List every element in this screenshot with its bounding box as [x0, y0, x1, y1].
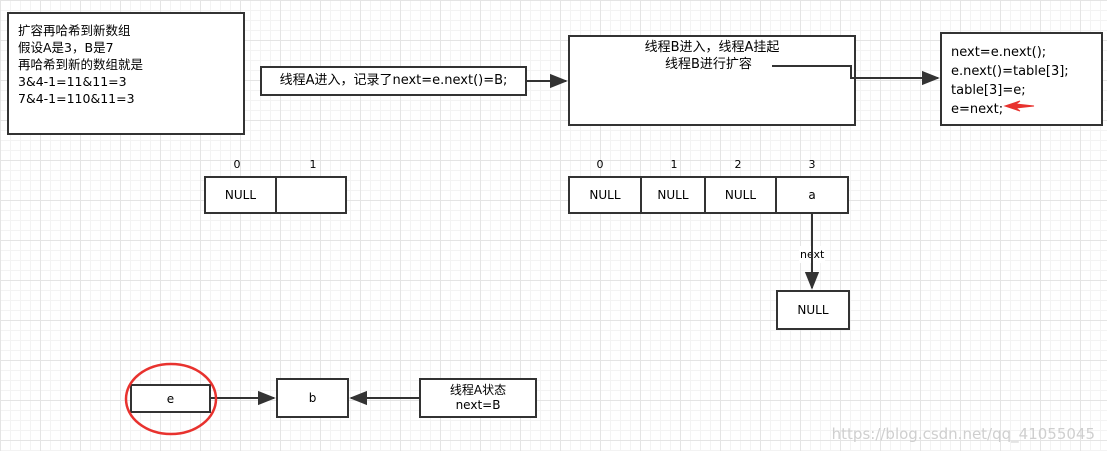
next-null-node: NULL — [776, 290, 850, 330]
thread-a-text: 线程A进入，记录了next=e.next()=B; — [279, 73, 508, 88]
new-index-1: 1 — [670, 158, 678, 171]
note-box: 扩容再哈希到新数组 假设A是3，B是7 再哈希到新的数组就是 3&4-1=11&… — [7, 12, 245, 135]
thread-a-box: 线程A进入，记录了next=e.next()=B; — [260, 66, 527, 96]
new-index-0: 0 — [596, 158, 604, 171]
arrow-threadB-to-code — [772, 65, 940, 86]
new-cell-1: NULL — [640, 176, 706, 214]
new-cell-0: NULL — [568, 176, 642, 214]
new-index-2: 2 — [734, 158, 742, 171]
thread-b-line-1: 线程B进入，线程A挂起 — [644, 40, 780, 55]
note-line-1: 扩容再哈希到新数组 — [18, 23, 131, 38]
code-box: next=e.next(); e.next()=table[3]; table[… — [940, 32, 1103, 126]
red-highlight-circle — [124, 362, 218, 436]
old-cell-0: NULL — [204, 176, 277, 214]
note-line-3: 再哈希到新的数组就是 — [18, 57, 144, 72]
old-cell-1 — [275, 176, 347, 214]
b-node: b — [276, 378, 349, 418]
code-line-2: e.next()=table[3]; — [951, 64, 1069, 79]
watermark: https://blog.csdn.net/qq_41055045 — [831, 425, 1095, 443]
note-line-5: 7&4-1=110&11=3 — [18, 91, 135, 106]
thread-b-box: 线程B进入，线程A挂起 线程B进行扩容 — [568, 35, 856, 126]
thread-b-line-2: 线程B进行扩容 — [665, 57, 752, 72]
code-line-3: table[3]=e; — [951, 83, 1026, 98]
thread-a-state-line-2: next=B — [455, 398, 501, 412]
old-index-0: 0 — [233, 158, 241, 171]
note-line-2: 假设A是3，B是7 — [18, 40, 114, 55]
note-line-4: 3&4-1=11&11=3 — [18, 74, 127, 89]
e-node: e — [130, 384, 211, 413]
old-index-1: 1 — [309, 158, 317, 171]
red-pointer-arrow — [1003, 100, 1035, 112]
thread-a-state-line-1: 线程A状态 — [449, 383, 507, 397]
code-line-1: next=e.next(); — [951, 45, 1047, 60]
new-cell-3: a — [775, 176, 849, 214]
code-line-4: e=next; — [951, 102, 1004, 117]
thread-a-state-box: 线程A状态 next=B — [419, 378, 537, 418]
new-index-3: 3 — [808, 158, 816, 171]
new-cell-2: NULL — [704, 176, 777, 214]
